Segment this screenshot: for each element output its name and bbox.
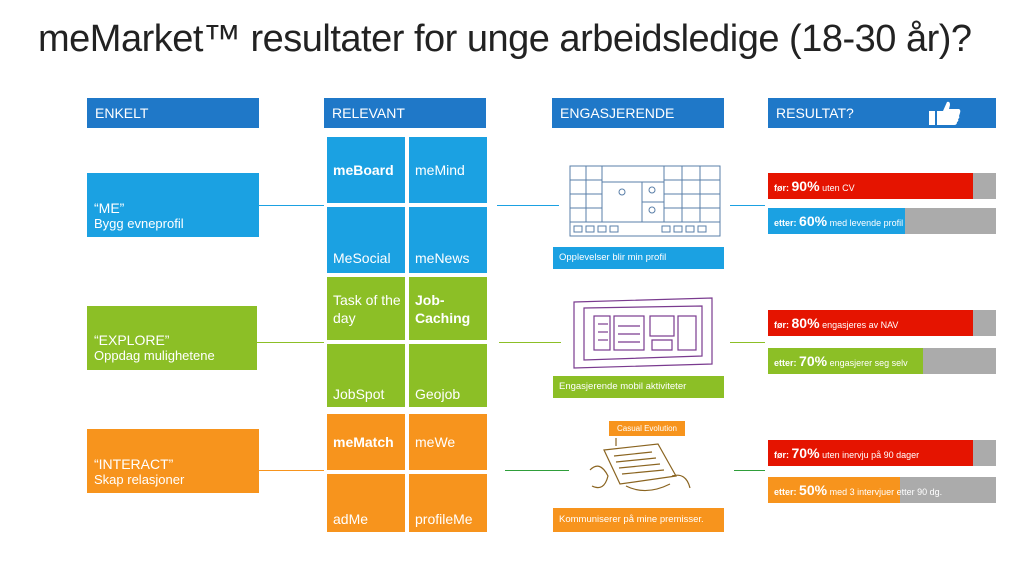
- result-fill: [768, 173, 974, 199]
- caption-row-me: Opplevelser blir min profil: [553, 247, 724, 269]
- tile-mewe[interactable]: meWe: [409, 414, 487, 470]
- page-title: meMarket™ resultater for unge arbeidsled…: [38, 18, 972, 60]
- connector: [259, 205, 324, 206]
- result-bar-me-before: før: 90% uten CV: [768, 173, 996, 199]
- tile-geojob[interactable]: Geojob: [409, 344, 487, 407]
- row-explore-box[interactable]: “EXPLORE” Oppdag mulighetene: [87, 306, 257, 370]
- result-label: etter: 50% med 3 intervjuer etter 90 dg.: [774, 482, 943, 498]
- result-fill: [768, 440, 974, 466]
- row-interact-box[interactable]: “INTERACT” Skap relasjoner: [87, 429, 259, 493]
- result-bar-explore-before: før: 80% engasjeres av NAV: [768, 310, 996, 336]
- tile-jobspot[interactable]: JobSpot: [327, 344, 405, 407]
- connector: [730, 205, 765, 206]
- tile-task-of-the-day[interactable]: Task of the day: [327, 277, 405, 340]
- result-label: etter: 60% med levende profil: [774, 213, 904, 229]
- caption-row-explore: Engasjerende mobil aktiviteter: [553, 376, 724, 398]
- result-fill: [768, 310, 974, 336]
- connector: [259, 470, 324, 471]
- tile-adme[interactable]: adMe: [327, 474, 405, 532]
- result-bar-explore-after: etter: 70% engasjerer seg selv: [768, 348, 996, 374]
- row-interact-desc: Skap relasjoner: [94, 472, 185, 487]
- row-me-box[interactable]: “ME” Bygg evneprofil: [87, 173, 259, 237]
- tile-job-caching[interactable]: Job-Caching: [409, 277, 487, 340]
- result-label: før: 70% uten inervju på 90 dager: [774, 445, 920, 461]
- row-explore-desc: Oppdag mulighetene: [94, 348, 215, 363]
- header-relevant: RELEVANT: [324, 98, 486, 128]
- result-fill: [768, 477, 901, 503]
- header-resultat-label: RESULTAT?: [776, 105, 854, 121]
- result-label: før: 90% uten CV: [774, 178, 855, 194]
- result-fill: [768, 208, 905, 234]
- header-engasjerende: ENGASJERENDE: [552, 98, 724, 128]
- row-me-name: “ME”: [94, 200, 125, 216]
- tile-memind[interactable]: meMind: [409, 137, 487, 203]
- thumbs-up-icon: [929, 101, 961, 125]
- tile-mematch[interactable]: meMatch: [327, 414, 405, 470]
- sketch-profile-board: [569, 165, 721, 237]
- connector: [505, 470, 569, 471]
- row-interact-name: “INTERACT”: [94, 456, 174, 472]
- sketch-mobile-activities: [573, 297, 713, 369]
- connector: [734, 470, 765, 471]
- caption-row-interact: Kommuniserer på mine premisser.: [553, 508, 724, 532]
- connector: [499, 342, 561, 343]
- connector: [497, 205, 559, 206]
- result-label: etter: 70% engasjerer seg selv: [774, 353, 908, 369]
- result-bar-me-after: etter: 60% med levende profil: [768, 208, 996, 234]
- tile-profileme[interactable]: profileMe: [409, 474, 487, 532]
- row-me-desc: Bygg evneprofil: [94, 216, 184, 231]
- sketch-label: Casual Evolution: [609, 421, 685, 436]
- sketch-communication: [589, 438, 691, 492]
- connector: [257, 342, 324, 343]
- result-label: før: 80% engasjeres av NAV: [774, 315, 899, 331]
- header-resultat: RESULTAT?: [768, 98, 996, 128]
- row-explore-name: “EXPLORE”: [94, 332, 170, 348]
- tile-meboard[interactable]: meBoard: [327, 137, 405, 203]
- header-enkelt: ENKELT: [87, 98, 259, 128]
- tile-mesocial[interactable]: MeSocial: [327, 207, 405, 273]
- result-bar-interact-after: etter: 50% med 3 intervjuer etter 90 dg.: [768, 477, 996, 503]
- connector: [730, 342, 765, 343]
- tile-menews[interactable]: meNews: [409, 207, 487, 273]
- result-bar-interact-before: før: 70% uten inervju på 90 dager: [768, 440, 996, 466]
- result-fill: [768, 348, 924, 374]
